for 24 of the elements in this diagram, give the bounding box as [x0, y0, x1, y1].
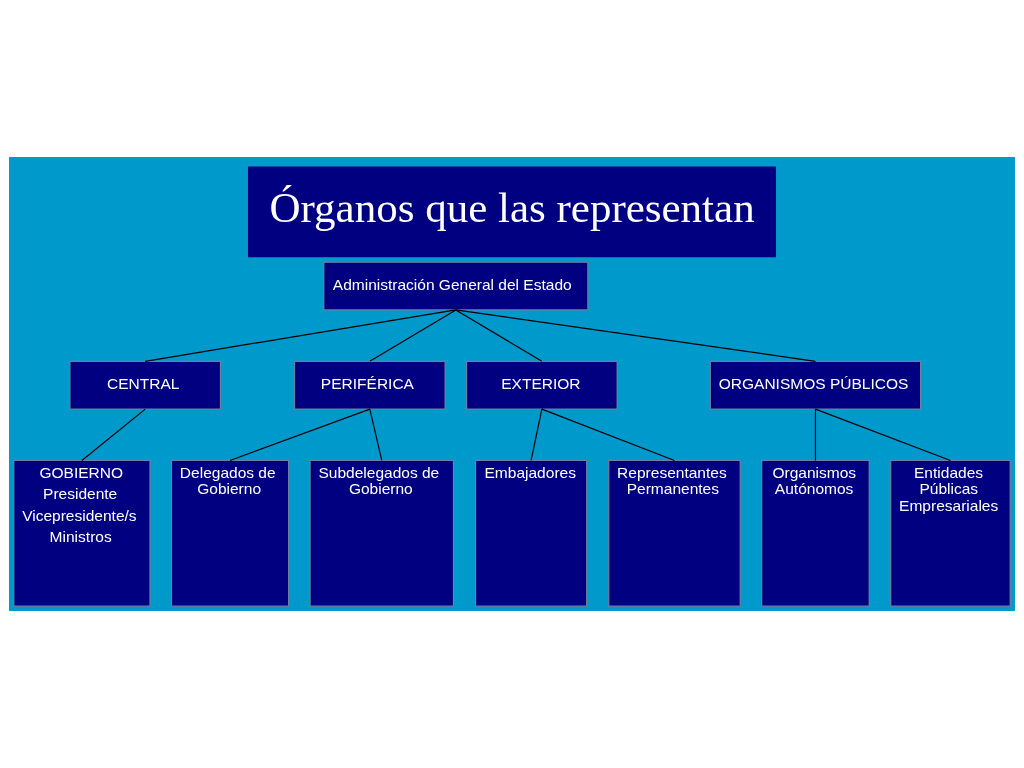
node-box: Representantes Permanentes: [608, 459, 741, 607]
node-box: Administración General del Estado: [323, 261, 589, 311]
node-box: Organismos Autónomos: [761, 459, 870, 607]
connector: [530, 408, 543, 462]
connector: [369, 309, 457, 362]
node-box: PERIFÉRICA: [293, 360, 446, 410]
node-box: EXTERIOR: [466, 360, 618, 410]
node-box: Subdelegados de Gobierno: [309, 459, 455, 607]
diagram-title: Órganos que las representan: [269, 184, 755, 232]
node-box: Entidades Públicas Empresariales: [890, 459, 1011, 607]
connector: [369, 408, 383, 462]
connector: [455, 309, 543, 362]
connector: [541, 408, 676, 462]
connector: [455, 309, 817, 362]
connector: [229, 408, 371, 462]
connector: [814, 408, 952, 462]
node-box: ORGANISMOS PÚBLICOS: [709, 360, 922, 410]
node-box: Delegados de Gobierno: [170, 459, 290, 607]
node-box: Embajadores: [474, 459, 588, 607]
connector: [814, 408, 817, 462]
connector: [144, 309, 457, 362]
node-box: GOBIERNO Presidente Vicepresidente/s Ministros: [13, 459, 151, 607]
connector: [81, 408, 146, 462]
node-box: CENTRAL: [69, 360, 222, 410]
